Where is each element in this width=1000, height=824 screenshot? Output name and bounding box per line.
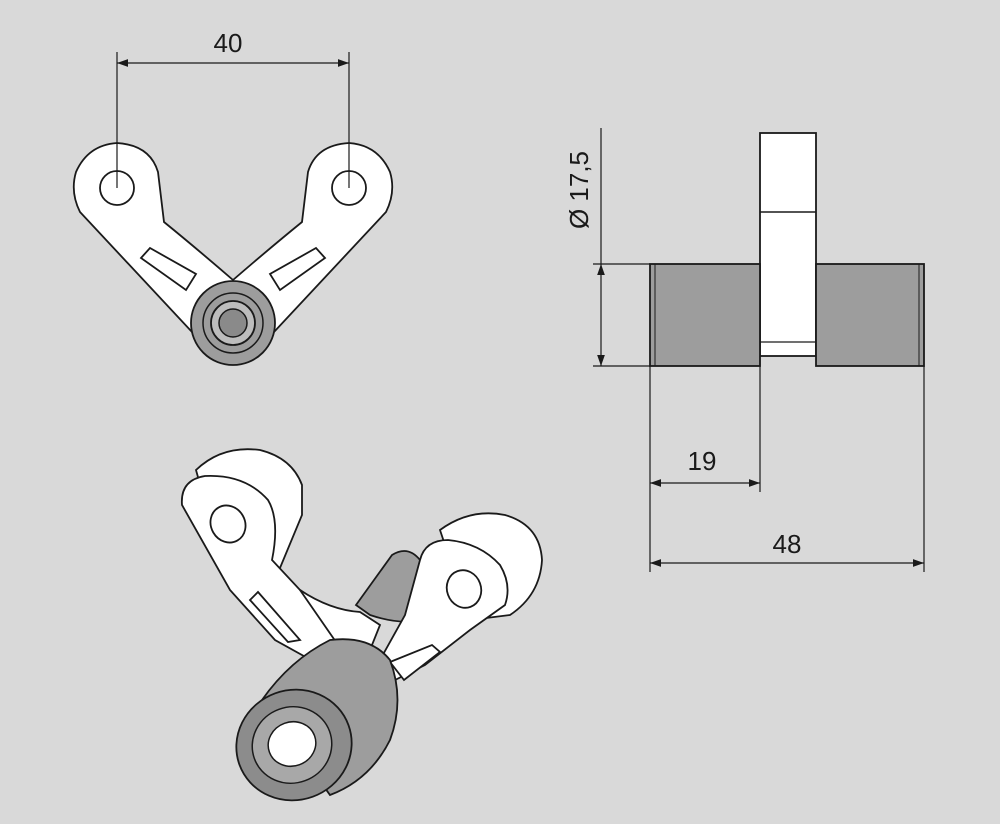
roller-ring bbox=[202, 292, 264, 354]
iso-roller-front-bore bbox=[267, 721, 317, 767]
dimension-label-19: 19 bbox=[688, 446, 717, 476]
front-view: 40 bbox=[72, 28, 394, 366]
side-view: Ø 17,5 19 48 bbox=[564, 128, 925, 572]
isometric-view bbox=[181, 448, 543, 802]
roller-right bbox=[815, 263, 925, 367]
bracket-plate bbox=[759, 132, 817, 357]
iso-slot-right bbox=[388, 643, 442, 682]
slot-right bbox=[268, 246, 327, 292]
iso-slot-left bbox=[248, 590, 302, 643]
roller-bore bbox=[218, 308, 248, 338]
iso-center-web bbox=[299, 589, 382, 656]
slot-left bbox=[139, 246, 198, 292]
dimension-label-diameter: Ø 17,5 bbox=[564, 151, 594, 229]
iso-hole-right bbox=[445, 569, 483, 609]
dimension-label-48: 48 bbox=[773, 529, 802, 559]
iso-hole-left bbox=[209, 504, 247, 544]
roller-left bbox=[649, 263, 761, 367]
dimension-label-40: 40 bbox=[214, 28, 243, 58]
iso-lug-left-face bbox=[181, 475, 357, 666]
